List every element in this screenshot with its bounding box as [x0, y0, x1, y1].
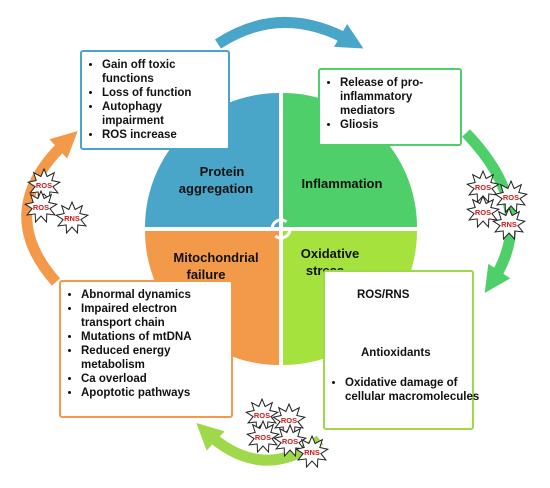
label-inflammation: Inflammation	[302, 176, 383, 191]
arrow-top	[214, 17, 364, 49]
star-shape	[272, 423, 308, 458]
star-label: RNS	[304, 448, 320, 457]
star-label: RNS	[64, 214, 80, 223]
label-protein-1: Protein	[200, 164, 245, 179]
ros-rns-label: ROS/RNS	[357, 289, 410, 301]
mito-item: Apoptotic pathways	[81, 386, 227, 400]
star-shape	[23, 189, 59, 224]
star-shape	[493, 179, 529, 214]
star-label: RNS	[501, 220, 517, 229]
antioxidants-label: Antioxidants	[361, 347, 431, 359]
ros-stars-left: ROS ROS RNS	[23, 167, 90, 235]
star-label: ROS	[475, 183, 491, 192]
star-label: ROS	[503, 193, 519, 202]
protein-item: Loss of function	[102, 86, 224, 100]
star-label: ROS	[475, 208, 491, 217]
center-cycle-icon	[270, 218, 292, 240]
protein-effects-box: Gain off toxic functionsLoss of function…	[80, 50, 230, 150]
label-oxidative-1: Oxidative	[301, 246, 360, 261]
mitochondrial-effects-box: Abnormal dynamicsImpaired electron trans…	[59, 280, 233, 418]
mito-item: Ca overload	[81, 372, 227, 386]
inflammation-item: Gliosis	[340, 118, 456, 132]
mito-item: Reduced energy metabolism	[81, 344, 227, 372]
mito-item: Abnormal dynamics	[81, 288, 227, 302]
protein-item: Autophagy impairment	[102, 100, 224, 128]
mito-item: Impaired electron transport chain	[81, 302, 227, 330]
star-label: ROS	[255, 433, 271, 442]
mito-item: Mutations of mtDNA	[81, 330, 227, 344]
inflammation-item: Release of pro-inflammatory mediators	[340, 76, 456, 118]
oxidative-item: Oxidative damage of cellular macromolecu…	[345, 376, 485, 404]
star-label: ROS	[281, 416, 297, 425]
star-shape	[245, 419, 281, 454]
star-shape	[26, 167, 62, 202]
protein-item: Gain off toxic functions	[102, 58, 224, 86]
label-protein-2: aggregation	[179, 181, 253, 196]
quadrant-inflammation	[283, 93, 417, 227]
ros-stars-right: ROS ROS ROS RNS	[465, 169, 529, 241]
star-shape	[294, 434, 330, 469]
oxidative-effects-box: ROS/RNS Antioxidants Oxidative damage of…	[323, 270, 479, 430]
star-shape	[54, 200, 90, 235]
ros-stars-bottom: ROS ROS ROS ROS RNS	[244, 397, 330, 469]
star-label: ROS	[33, 203, 49, 212]
star-shape	[491, 206, 527, 241]
inflammation-effects-box: Release of pro-inflammatory mediatorsGli…	[318, 68, 462, 146]
star-label: ROS	[282, 437, 298, 446]
star-label: ROS	[36, 181, 52, 190]
label-mito-2: failure	[186, 267, 225, 282]
star-label: ROS	[254, 411, 270, 420]
label-mito-1: Mitochondrial	[173, 250, 258, 265]
protein-item: ROS increase	[102, 128, 224, 142]
quadrant-protein	[145, 93, 279, 227]
arrow-left	[21, 131, 78, 286]
star-shape	[465, 194, 501, 229]
